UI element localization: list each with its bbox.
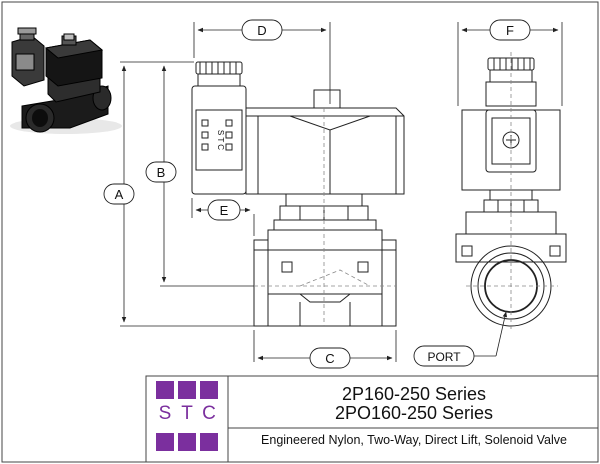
dimension-lines [120, 22, 563, 362]
dim-label-f: F [489, 19, 531, 41]
dim-label-b: B [145, 161, 177, 183]
svg-text:A: A [115, 187, 124, 202]
product-description: Engineered Nylon, Two-Way, Direct Lift, … [261, 433, 567, 447]
end-view-centerlines [466, 52, 558, 330]
product-photo [10, 27, 122, 134]
connector-text: S T C [216, 130, 225, 150]
dim-label-a: A [103, 183, 135, 205]
svg-text:E: E [220, 203, 229, 218]
side-view [191, 61, 405, 327]
dim-label-e: E [207, 199, 241, 221]
svg-text:PORT: PORT [427, 350, 461, 364]
title-block [145, 375, 599, 463]
connector-cap [195, 61, 243, 75]
svg-text:F: F [506, 23, 514, 38]
stc-logo [156, 381, 218, 451]
series-title-2: 2PO160-250 Series [334, 403, 494, 423]
svg-text:B: B [157, 165, 166, 180]
logo-letter-c: C [202, 403, 216, 424]
series-title-1: 2P160-250 Series [341, 384, 487, 404]
svg-text:C: C [325, 351, 334, 366]
side-view-hidden-lines [254, 108, 396, 326]
dim-label-c: C [309, 347, 351, 369]
logo-letter-s: S [158, 403, 172, 424]
svg-text:D: D [257, 23, 266, 38]
logo-letter-t: T [181, 403, 193, 424]
dim-label-d: D [241, 19, 283, 41]
port-label: PORT [413, 345, 475, 367]
